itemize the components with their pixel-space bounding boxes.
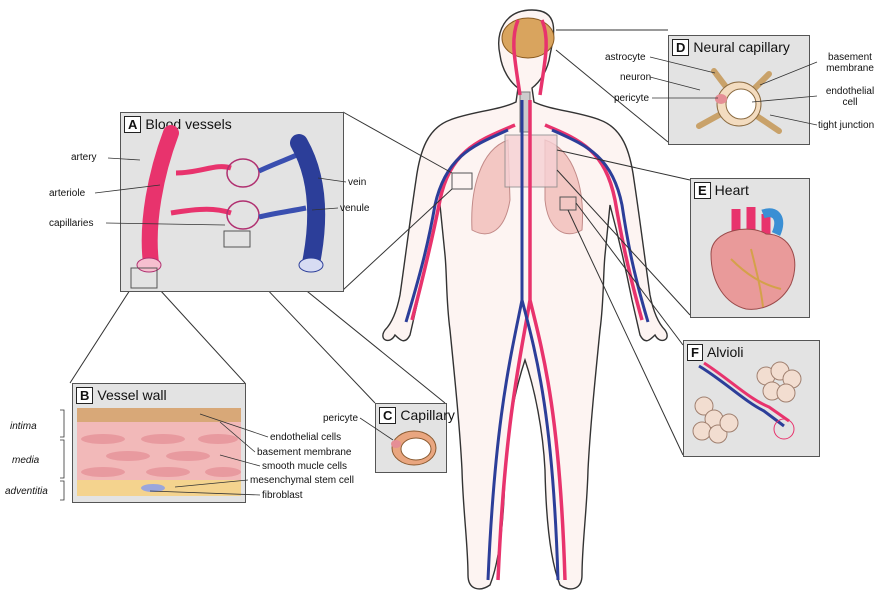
layer-adventitia: adventitia [5, 486, 48, 497]
label-vein: vein [348, 177, 366, 188]
layer-media: media [12, 455, 39, 466]
label-endothelial-cells: endothelial cells [270, 432, 341, 443]
label-smooth-muscle-cells: smooth mucle cells [262, 461, 347, 472]
neural-capillary-illustration [669, 36, 809, 144]
label-capillaries: capillaries [49, 218, 93, 229]
heart-illustration [691, 179, 809, 317]
label-venule: venule [340, 203, 369, 214]
label-arteriole: arteriole [49, 188, 85, 199]
label-astrocyte: astrocyte [605, 52, 646, 63]
label-artery: artery [71, 152, 97, 163]
label-basement-membrane-neural: basement membrane [818, 52, 882, 74]
label-mesenchymal-stem-cell: mesenchymal stem cell [250, 475, 354, 486]
label-neuron: neuron [620, 72, 651, 83]
label-neural-pericyte: pericyte [614, 93, 649, 104]
label-basement-membrane: basement membrane [257, 447, 352, 458]
label-fibroblast: fibroblast [262, 490, 303, 501]
alveoli-illustration [684, 341, 819, 456]
label-endothelial-cell-neural: endothelial cell [818, 86, 882, 108]
capillary-illustration [376, 404, 446, 472]
layer-intima: intima [10, 421, 37, 432]
blood-vessels-illustration [121, 113, 343, 291]
vessel-wall-illustration [73, 384, 245, 502]
label-tight-junction: tight junction [818, 120, 874, 131]
label-capillary-pericyte: pericyte [323, 413, 358, 424]
